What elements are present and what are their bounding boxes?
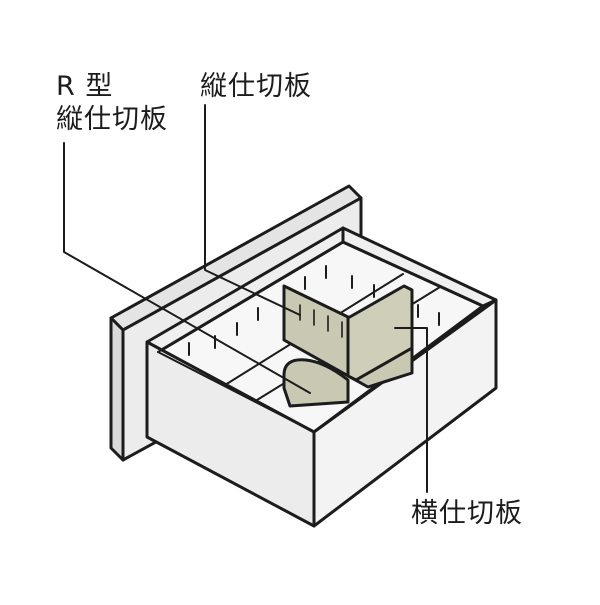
- vertical-divider-label: 縦仕切板: [200, 71, 312, 102]
- leader-r-type: [63, 142, 311, 394]
- horizontal-divider-panel: [346, 284, 414, 382]
- r-type-divider-panel: [282, 358, 350, 408]
- horizontal-divider-label: 横仕切板: [411, 498, 523, 529]
- r-type-label-line2: 縦仕切板: [56, 104, 168, 135]
- r-type-label-line1: R 型: [56, 71, 114, 102]
- leader-horizontal: [394, 327, 428, 493]
- leader-vertical: [204, 104, 301, 316]
- leader-lines: [63, 104, 428, 493]
- r-type-divider-label: R 型 縦仕切板: [56, 70, 168, 136]
